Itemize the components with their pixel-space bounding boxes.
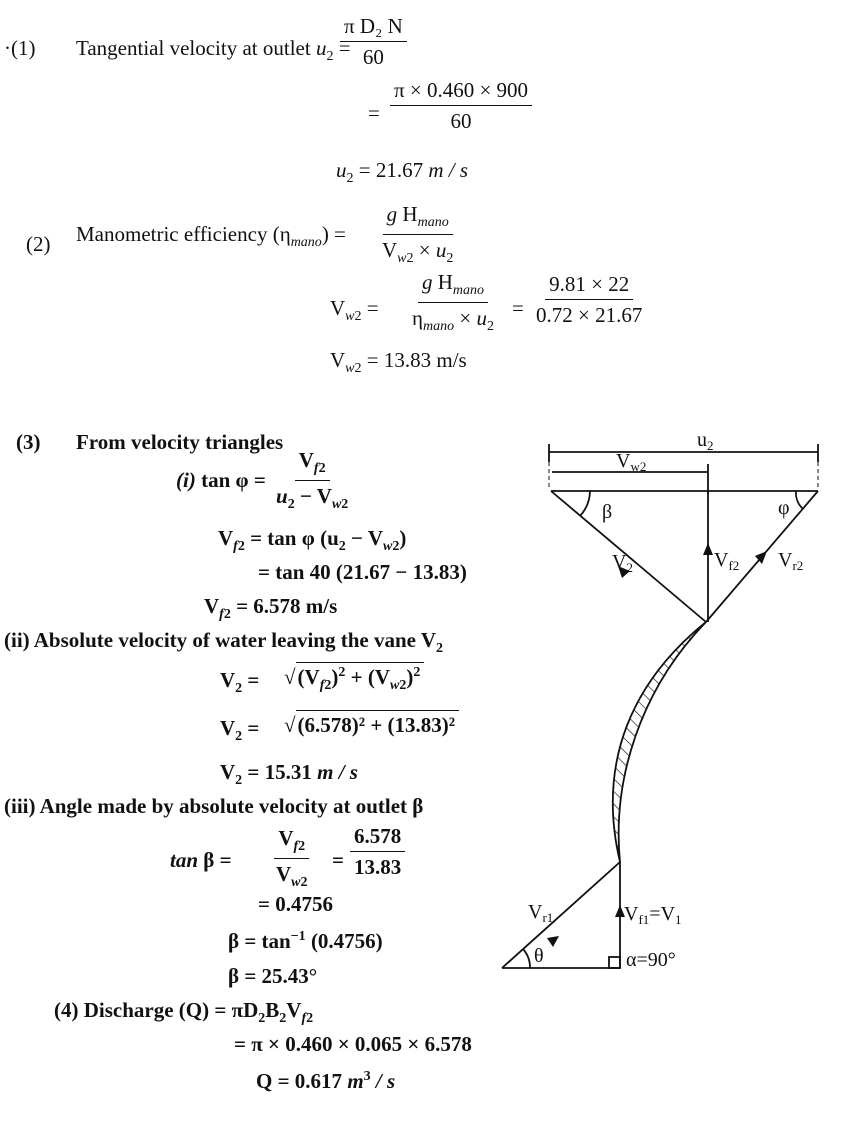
vr2-diagram-label: Vr2 [778, 549, 803, 573]
vf2-values: = tan 40 (21.67 − 13.83) [258, 560, 467, 584]
beta-result: β = 25.43° [228, 964, 318, 988]
v2-values-root: √(6.578)² + (13.83)² [284, 710, 460, 738]
equals-sign: = [368, 101, 380, 125]
section-3-number: (3) [16, 430, 41, 454]
phi-arc [795, 490, 804, 510]
right-angle-marker [608, 956, 621, 969]
manometric-efficiency-label: Manometric efficiency (ηmano) = [76, 222, 346, 251]
absolute-velocity-heading: (ii) Absolute velocity of water leaving … [4, 628, 444, 657]
vr1-diagram-label: Vr1 [528, 901, 553, 925]
v2-result: V2 = 15.31 m / s [220, 760, 358, 789]
u2-label: u2 [697, 429, 714, 453]
vf2-formula: Vf2 = tan φ (u2 − Vw2) [218, 526, 407, 555]
alpha-label: α=90° [626, 949, 676, 971]
v2-diagram-label: V2 [612, 551, 633, 575]
vw2-label: Vw2 = [330, 296, 379, 325]
discharge-formula: (4) Discharge (Q) = πD2B2Vf2 [54, 998, 314, 1027]
vf2-result: Vf2 = 6.578 m/s [204, 594, 338, 623]
equals-sign: = [332, 848, 344, 872]
vr1-line [501, 861, 621, 969]
tan-beta-formula-fraction: Vf2 Vw2 [274, 826, 310, 891]
v2-line [550, 490, 707, 623]
discharge-result: Q = 0.617 m3 / s [256, 1069, 396, 1093]
vf1-diagram-label: Vf1=V1 [624, 903, 682, 927]
tan-phi-fraction: Vf2 u2 − Vw2 [276, 448, 349, 513]
tangential-velocity-label: Tangential velocity at outlet u2 = [76, 36, 351, 65]
phi-label: φ [778, 497, 790, 519]
angle-heading: (iii) Angle made by absolute velocity at… [4, 794, 424, 818]
discharge-values: = π × 0.460 × 0.065 × 6.578 [234, 1032, 472, 1056]
v2-formula-root: √(Vf2)2 + (Vw2)2 [284, 662, 425, 694]
tan-beta-value: = 0.4756 [258, 892, 333, 916]
vw2-diagram-label: Vw2 [616, 450, 646, 474]
beta-inverse: β = tan−1 (0.4756) [228, 929, 383, 953]
equals-sign: = [512, 296, 524, 320]
beta-arc [579, 490, 591, 517]
theta-label: θ [534, 945, 544, 967]
efficiency-formula-fraction: g Hmano Vw2 × u2 [382, 202, 454, 267]
vane-blade [612, 621, 707, 863]
beta-label: β [602, 501, 612, 523]
theta-arc [522, 948, 531, 969]
vf2-diagram-label: Vf2 [714, 549, 739, 573]
u2-result: u2 = 21.67 m / s [336, 158, 469, 187]
tan-phi-label: (i) tan φ = [176, 468, 266, 492]
velocity-triangles-heading: From velocity triangles [76, 430, 284, 454]
section-2-number: (2) [26, 232, 51, 256]
vw2-result: Vw2 = 13.83 m/s [330, 348, 467, 377]
vw2-formula-fraction: g Hmano ηmano × u2 [412, 270, 494, 335]
section-1-number: ·(1) [4, 36, 36, 60]
v2-values-label: V2 = [220, 716, 260, 745]
v2-formula-label: V2 = [220, 668, 260, 697]
tan-beta-label: tan β = [170, 848, 232, 872]
